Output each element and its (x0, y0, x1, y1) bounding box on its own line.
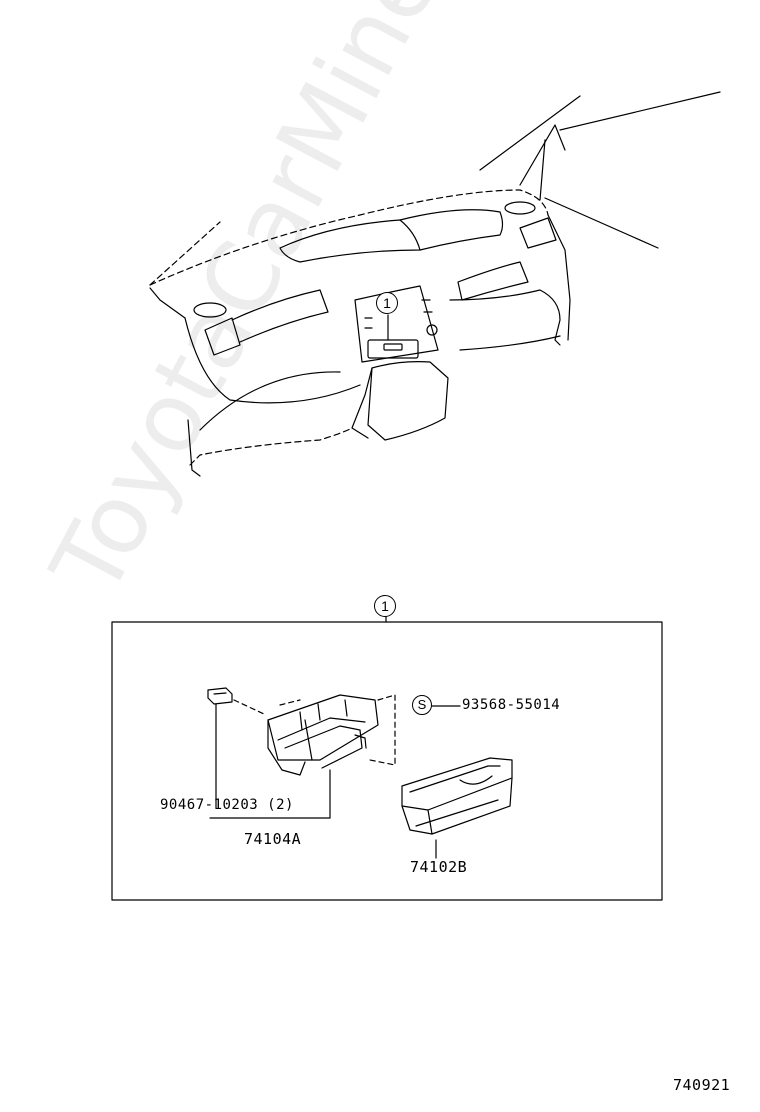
part-label-seal: 93568-55014 (462, 697, 561, 713)
detail-frame (111, 621, 663, 901)
screw-clip (207, 687, 233, 809)
part-label-housing: 74104A (244, 830, 302, 848)
part-label-tray: 74102B (410, 858, 468, 876)
figure-code: 740921 (673, 1076, 731, 1094)
part-label-screw: 90467-10203 (2) (160, 797, 294, 813)
housing-part (209, 694, 396, 819)
ref-callout-detail: 1 (374, 595, 396, 617)
tray-part (401, 757, 513, 859)
ref-callout-dashboard: 1 (376, 292, 398, 314)
dashboard-illustration (149, 91, 721, 477)
seal-symbol-badge: S (412, 695, 432, 715)
